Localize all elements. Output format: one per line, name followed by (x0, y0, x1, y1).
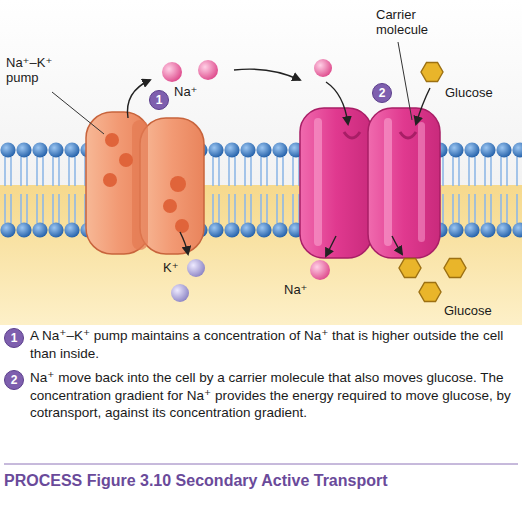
callout-number: 1 (4, 328, 24, 348)
callout-text: 2 (379, 87, 386, 99)
part-label: Carrier molecule (376, 8, 446, 38)
carrier-protein (300, 108, 440, 258)
callout-number: 2 (4, 370, 24, 390)
lipid-bilayer (0, 142, 522, 238)
callout-text: 1 (156, 94, 163, 106)
part-label: Na⁺–K⁺ pump (6, 56, 64, 86)
leader-lines (52, 42, 412, 134)
step-text: Na⁺ move back into the cell by a carrier… (30, 369, 516, 422)
callout-number: 1 (149, 90, 169, 110)
ion-label: Na⁺ (284, 283, 307, 298)
figure-caption: PROCESS Figure 3.10 Secondary Active Tra… (4, 472, 516, 490)
ion-label: Na⁺ (174, 85, 197, 100)
background (0, 0, 522, 325)
ion-label: K⁺ (163, 261, 179, 276)
caption-rule (4, 464, 518, 465)
movement-arrows (127, 69, 430, 256)
molecule-label: Glucose (444, 304, 492, 319)
callout-number: 2 (372, 83, 392, 103)
callout-text: 1 (11, 332, 18, 344)
step-text: A Na⁺–K⁺ pump maintains a concentration … (30, 327, 516, 362)
callout-text: 2 (11, 374, 18, 386)
molecule-label: Glucose (445, 86, 493, 101)
ions-and-molecules (162, 59, 466, 302)
